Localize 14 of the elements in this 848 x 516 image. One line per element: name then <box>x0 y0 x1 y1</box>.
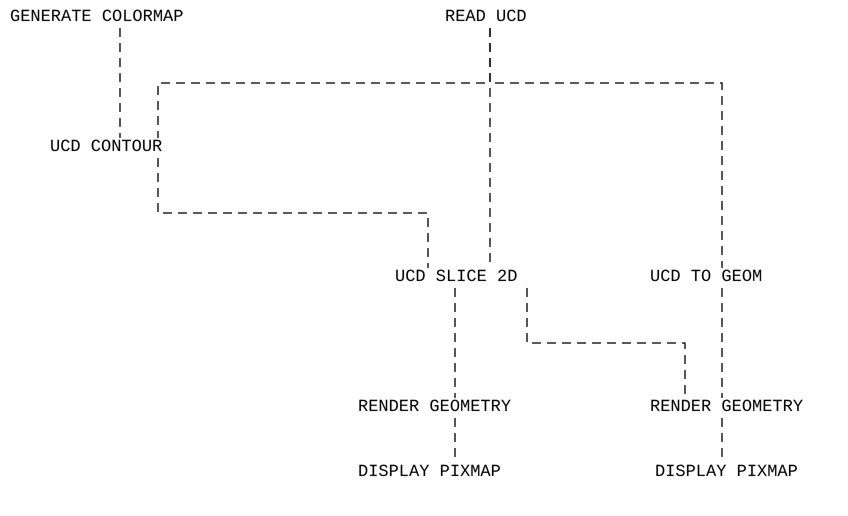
module-label: UCD SLICE 2D <box>395 268 518 288</box>
module-label: DISPLAY PIXMAP <box>358 463 501 483</box>
module-label: RENDER GEOMETRY <box>358 398 512 418</box>
connector-line <box>721 288 723 398</box>
connector-line <box>454 288 456 398</box>
connector-line <box>157 158 429 268</box>
module-label: DISPLAY PIXMAP <box>655 463 798 483</box>
module-label: GENERATE COLORMAP <box>10 8 184 28</box>
connector-line <box>119 28 121 138</box>
connector-line <box>489 28 723 268</box>
module-label: UCD CONTOUR <box>50 138 162 158</box>
module-label: READ UCD <box>445 8 527 28</box>
module-label: UCD TO GEOM <box>650 268 762 288</box>
module-label: RENDER GEOMETRY <box>650 398 804 418</box>
